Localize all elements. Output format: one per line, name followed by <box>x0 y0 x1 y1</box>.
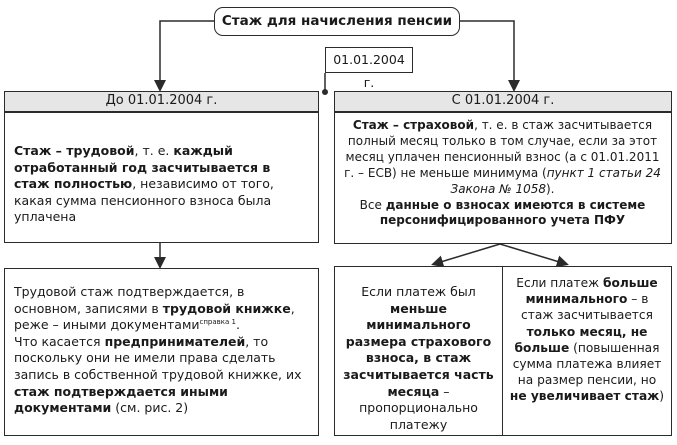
right-header: С 01.01.2004 г. <box>334 91 672 112</box>
date-label: 01.01.2004 г. <box>333 52 405 90</box>
right-main-to-sub-left-arrow <box>431 243 501 268</box>
diagram-title: Стаж для начисления пенсии <box>221 13 453 29</box>
left-main-text: Стаж – трудовой, т. е. каждый отработанн… <box>14 143 274 225</box>
left-header-label: До 01.01.2004 г. <box>105 93 218 108</box>
right-sub-more-text: Если платеж больше минимального – в стаж… <box>509 276 665 404</box>
right-main-box: Стаж – страховой, т. е. в стаж засчитыва… <box>334 112 672 244</box>
right-main-term: Стаж – страховой <box>352 118 475 132</box>
right-sub-box-less: Если платеж был меньше минимального разм… <box>334 266 503 436</box>
reference-superscript: справка 1 <box>199 318 236 327</box>
title-to-left-arrow <box>154 20 214 92</box>
left-sub-box: Трудовой стаж подтверждается, в основном… <box>4 268 319 436</box>
left-header: До 01.01.2004 г. <box>4 91 319 112</box>
right-main-emphasis: данные о взносах имеются в системе персо… <box>379 197 646 228</box>
right-header-label: С 01.01.2004 г. <box>451 93 555 108</box>
left-main-emphasis: каждый отработанный год засчитывается в … <box>14 143 271 192</box>
law-reference: пункт 1 статьи 24 Закона № 1058 <box>450 165 661 196</box>
right-main-to-sub-right-arrow <box>499 243 569 268</box>
diagram-title-box: Стаж для начисления пенсии <box>214 7 460 36</box>
left-main-term: Стаж – трудовой <box>14 143 135 158</box>
left-main-box: Стаж – трудовой, т. е. каждый отработанн… <box>4 112 319 243</box>
title-to-right-arrow <box>460 20 520 92</box>
date-box: 01.01.2004 г. <box>325 47 413 90</box>
left-sub-text: Трудовой стаж подтверждается, в основном… <box>14 284 302 416</box>
date-pointer-dot <box>322 89 328 95</box>
right-sub-box-more: Если платеж больше минимального – в стаж… <box>502 266 672 436</box>
right-main-text: Стаж – страховой, т. е. в стаж засчитыва… <box>344 118 661 228</box>
right-sub-less-text: Если платеж был меньше минимального разм… <box>343 284 494 432</box>
